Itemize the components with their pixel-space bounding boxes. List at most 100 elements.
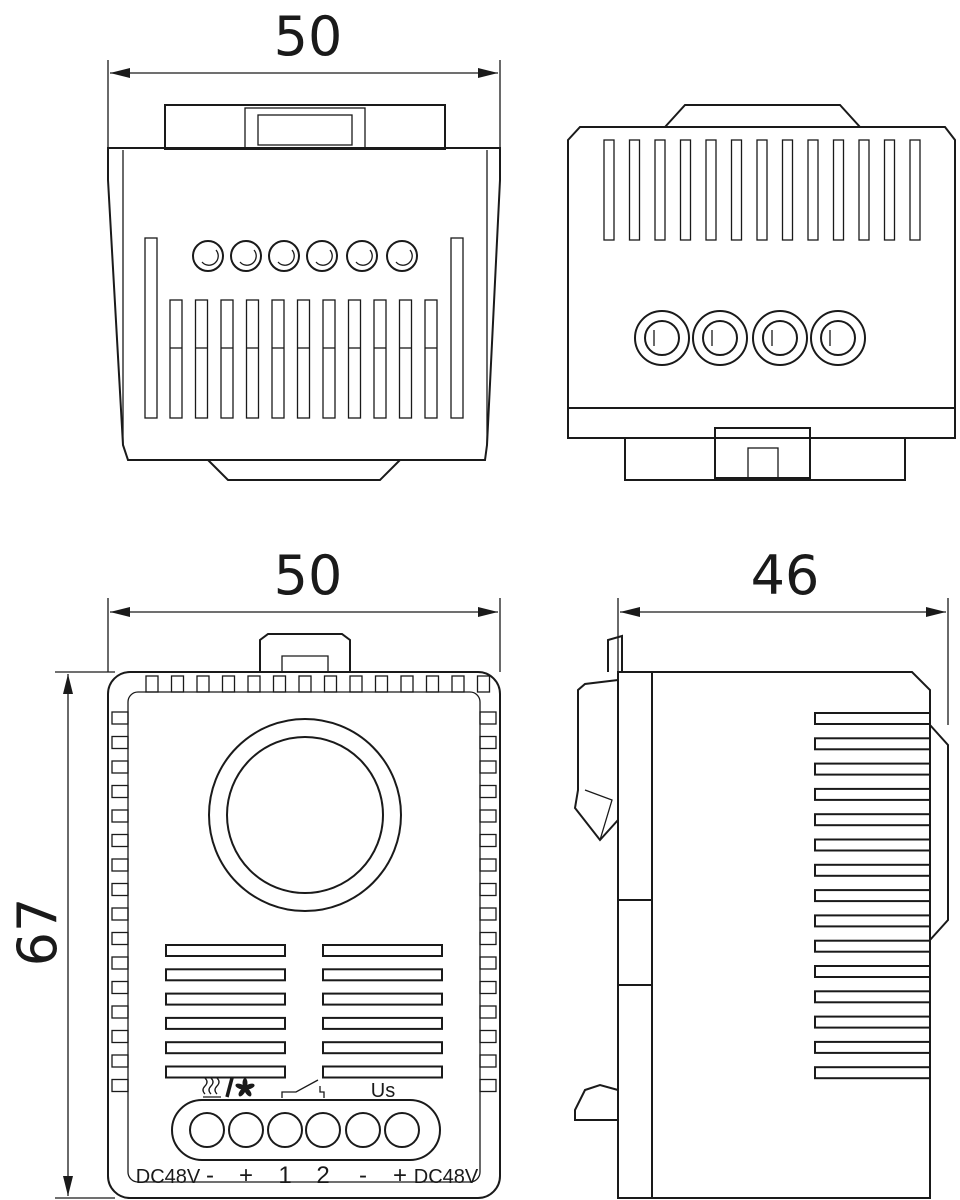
- vent-slot: [814, 1066, 931, 1080]
- din-clip: [624, 437, 906, 481]
- vent-slot: [705, 139, 717, 241]
- edge-tooth: [479, 784, 497, 799]
- vent-slot: [858, 139, 870, 241]
- edge-tooth: [479, 711, 497, 725]
- vent-slot: [424, 299, 438, 419]
- vent-slot: [814, 1040, 931, 1054]
- screw-hole: [230, 240, 262, 272]
- edge-tooth: [479, 1054, 497, 1068]
- terminal-hole[interactable]: [345, 1112, 381, 1148]
- label-supply-voltage: Us: [371, 1080, 395, 1102]
- terminal-hole[interactable]: [305, 1112, 341, 1148]
- vent-slot: [756, 139, 768, 241]
- edge-tooth: [479, 833, 497, 848]
- edge-tooth: [479, 809, 497, 823]
- din-clip: [573, 679, 619, 842]
- vent-slot: [883, 139, 896, 241]
- dimension-side-depth: 46: [751, 544, 820, 607]
- vent-slot: [832, 139, 845, 241]
- housing-outline: [617, 671, 931, 1199]
- edge-tooth: [479, 760, 497, 774]
- edge-tooth: [111, 735, 129, 750]
- edge-tooth: [111, 784, 129, 799]
- screw-head: [762, 320, 798, 356]
- terminal-label: 2: [316, 1162, 329, 1189]
- vent-slot: [814, 914, 931, 928]
- terminal-label: DC48V: [136, 1166, 201, 1188]
- screw-terminal: [752, 310, 808, 366]
- top-clip: [664, 104, 861, 128]
- edge-tooth: [298, 675, 312, 693]
- edge-tooth: [111, 956, 129, 970]
- vent-slot: [271, 299, 285, 419]
- edge-tooth: [221, 675, 236, 693]
- edge-tooth: [479, 956, 497, 970]
- edge-tooth: [476, 675, 491, 693]
- vent-slot: [730, 139, 743, 241]
- vent-slot-left: [165, 1016, 286, 1030]
- housing-outline: [107, 147, 501, 461]
- terminal-hole[interactable]: [267, 1112, 303, 1148]
- edge-tooth: [425, 675, 440, 693]
- edge-tooth: [479, 882, 497, 897]
- vent-slot: [628, 139, 641, 241]
- adjustment-knob[interactable]: [226, 736, 384, 894]
- vent-slot: [814, 889, 931, 903]
- edge-tooth: [170, 675, 185, 693]
- clip-detail: [747, 447, 779, 479]
- vent-slot: [814, 737, 931, 751]
- adjustment-knob-ring: [208, 718, 402, 912]
- terminal-hole[interactable]: [384, 1112, 420, 1148]
- top-tab: [607, 634, 623, 672]
- terminal-block: [171, 1099, 441, 1161]
- vent-slot: [814, 813, 931, 827]
- screw-head: [644, 320, 680, 356]
- terminal-label: DC48V: [414, 1166, 479, 1188]
- vent-slot: [347, 299, 362, 419]
- edge-tooth: [111, 760, 129, 774]
- edge-tooth: [479, 1078, 497, 1093]
- dimension-top-width: 50: [274, 5, 343, 68]
- screw-terminal: [692, 310, 748, 366]
- side-slot: [144, 237, 158, 419]
- screw-terminal: [634, 310, 690, 366]
- edge-tooth: [111, 858, 129, 872]
- edge-tooth: [479, 931, 497, 946]
- screw-detail: [395, 249, 413, 266]
- terminal-hole[interactable]: [189, 1112, 225, 1148]
- screw-detail: [355, 249, 373, 266]
- vent-slot: [373, 299, 387, 419]
- tab-detail: [281, 655, 329, 672]
- vent-slot-right: [322, 992, 443, 1006]
- screw-detail: [315, 249, 333, 266]
- vent-slot-left: [165, 944, 286, 957]
- vent-slot-right: [322, 944, 443, 957]
- edge-tooth: [111, 931, 129, 946]
- vent-slot-right: [322, 1016, 443, 1030]
- screw-hole: [268, 240, 300, 272]
- terminal-hole[interactable]: [228, 1112, 264, 1148]
- housing-outline: [567, 126, 956, 439]
- edge-tooth: [111, 907, 129, 921]
- edge-tooth: [479, 907, 497, 921]
- edge-tooth: [247, 675, 261, 693]
- edge-tooth: [479, 980, 497, 995]
- terminal-label: +: [239, 1162, 253, 1189]
- edge-tooth: [111, 1005, 129, 1019]
- edge-tooth: [479, 858, 497, 872]
- vent-slot: [814, 863, 931, 877]
- edge-tooth: [111, 711, 129, 725]
- side-slot: [450, 237, 464, 419]
- edge-tooth: [400, 675, 414, 693]
- vent-slot-right: [322, 1041, 443, 1055]
- top-view-right: [567, 104, 956, 481]
- terminal-label: -: [359, 1162, 367, 1189]
- clip-detail: [244, 107, 366, 149]
- front-view: 50 67: [6, 544, 501, 1199]
- edge-tooth: [374, 675, 389, 693]
- edge-tooth: [479, 735, 497, 750]
- vent-slot-left: [165, 992, 286, 1006]
- edge-tooth: [111, 809, 129, 823]
- edge-tooth: [349, 675, 363, 693]
